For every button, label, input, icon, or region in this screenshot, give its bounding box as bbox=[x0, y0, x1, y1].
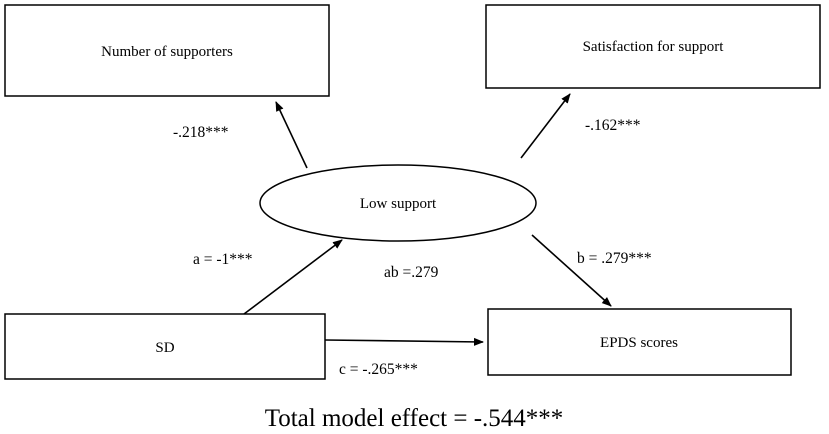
epds-scores-box bbox=[487, 308, 792, 376]
arrow-low-support-to-supporters bbox=[275, 101, 308, 169]
number-of-supporters-label: Number of supporters bbox=[101, 44, 233, 60]
satisfaction-coefficient: -.162*** bbox=[585, 117, 641, 134]
sd-label: SD bbox=[155, 340, 174, 356]
epds-scores-label: EPDS scores bbox=[600, 335, 678, 351]
path-b-coefficient: b = .279*** bbox=[577, 250, 652, 267]
arrow-low-support-to-satisfaction bbox=[520, 93, 571, 159]
number-of-supporters-box bbox=[4, 4, 330, 97]
sd-box bbox=[4, 313, 326, 380]
satisfaction-for-support-label: Satisfaction for support bbox=[583, 39, 725, 55]
satisfaction-for-support-box bbox=[485, 4, 821, 89]
total-model-effect: Total model effect = -.544*** bbox=[265, 405, 564, 432]
arrow-sd-to-low-support bbox=[243, 239, 343, 315]
low-support-ellipse bbox=[259, 164, 537, 242]
low-support-label: Low support bbox=[360, 196, 437, 212]
indirect-effect-ab: ab =.279 bbox=[384, 264, 439, 281]
path-a-coefficient: a = -1*** bbox=[193, 251, 253, 268]
arrow-low-support-to-epds bbox=[531, 234, 612, 307]
arrow-sd-to-epds bbox=[324, 337, 484, 346]
path-c-coefficient: c = -.265*** bbox=[339, 361, 418, 378]
supporters-coefficient: -.218*** bbox=[173, 124, 229, 141]
